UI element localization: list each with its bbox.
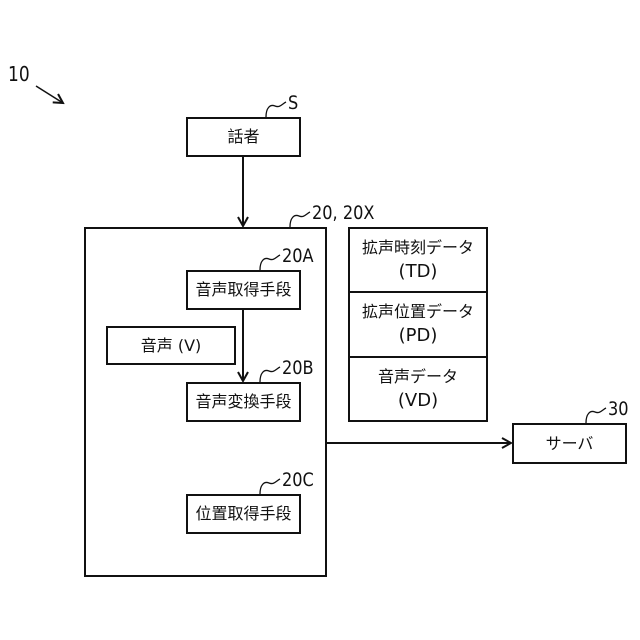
voice-acquisition-box: 音声取得手段 xyxy=(186,270,301,310)
speaker-ref-label: S xyxy=(288,92,298,114)
terminal-ref-label: 20, 20X xyxy=(312,202,374,224)
data-table: 拡声時刻データ (TD) 拡声位置データ (PD) 音声データ (VD) xyxy=(348,227,488,422)
server-box: サーバ xyxy=(512,423,627,464)
position-acquisition-box: 位置取得手段 xyxy=(186,494,301,534)
terminal-leader-line xyxy=(290,212,310,227)
figure-ref-label: 10 xyxy=(8,62,30,86)
speaker-box: 話者 xyxy=(186,117,301,157)
data-row-abbr: (VD) xyxy=(398,389,438,413)
data-row-label: 音声データ xyxy=(378,365,458,389)
data-row-abbr: (PD) xyxy=(399,324,438,348)
server-ref-label: 30 xyxy=(608,398,629,420)
data-row-abbr: (TD) xyxy=(399,260,438,284)
speaker-label: 話者 xyxy=(227,126,259,148)
speaker-leader-line xyxy=(266,102,286,117)
server-label: サーバ xyxy=(546,433,594,455)
voice-acquisition-ref-label: 20A xyxy=(282,245,314,267)
server-leader-line xyxy=(586,408,606,423)
figure-ref-arrow xyxy=(36,86,63,103)
voice-conversion-box: 音声変換手段 xyxy=(186,382,301,422)
data-row-label: 拡声位置データ xyxy=(362,300,474,324)
voice-conversion-label: 音声変換手段 xyxy=(195,391,291,413)
data-row-pd: 拡声位置データ (PD) xyxy=(350,293,486,357)
position-acquisition-label: 位置取得手段 xyxy=(195,503,291,525)
voice-input-label: 音声 (V) xyxy=(141,335,202,357)
voice-conversion-ref-label: 20B xyxy=(282,357,314,379)
data-row-label: 拡声時刻データ xyxy=(362,236,474,260)
voice-acquisition-label: 音声取得手段 xyxy=(195,279,291,301)
data-row-vd: 音声データ (VD) xyxy=(350,358,486,420)
voice-input-box: 音声 (V) xyxy=(106,326,236,365)
position-acquisition-ref-label: 20C xyxy=(282,469,314,491)
data-row-td: 拡声時刻データ (TD) xyxy=(350,229,486,293)
